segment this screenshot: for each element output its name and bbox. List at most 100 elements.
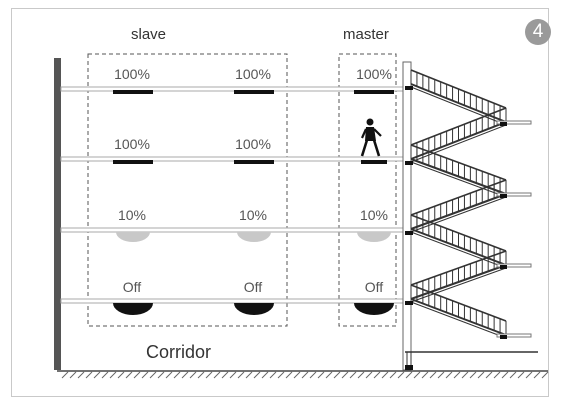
corridor-label: Corridor <box>146 342 212 362</box>
landing-light <box>405 231 413 235</box>
floor-3-master-level: 10% <box>359 207 389 223</box>
ground-hatch <box>517 371 525 379</box>
building-wall <box>54 58 61 370</box>
ground-hatch <box>301 371 309 379</box>
ground-hatch <box>421 371 429 379</box>
landing-light <box>405 161 413 165</box>
ground-hatch <box>533 371 541 379</box>
master-group-label: master <box>343 26 389 43</box>
ground-hatch <box>389 371 397 379</box>
floor-slab <box>60 227 405 233</box>
floor-3-slave-2-level: 10% <box>238 207 268 223</box>
slave-group-label: slave <box>131 26 167 43</box>
ground-hatch <box>509 371 517 379</box>
stair-flight <box>410 107 507 163</box>
ground-hatch <box>397 371 405 379</box>
stair-landing <box>496 333 532 338</box>
ground-hatch <box>293 371 301 379</box>
landing-light <box>500 335 507 339</box>
ground-hatch <box>405 371 413 379</box>
ground-hatch <box>229 371 237 379</box>
ground-hatch <box>157 371 165 379</box>
ground-hatch <box>213 371 221 379</box>
ground-hatch <box>453 371 461 379</box>
ground-floor-railing <box>405 351 538 370</box>
stair-flight <box>410 250 507 303</box>
ceiling-light-dimmed <box>237 232 271 242</box>
stair-flight <box>410 179 507 233</box>
floor-1-slave-1-level: 100% <box>114 66 150 82</box>
ground-hatch <box>349 371 357 379</box>
ground-hatch <box>501 371 509 379</box>
ground-hatch <box>445 371 453 379</box>
ground-hatch <box>85 371 93 379</box>
stair-landing <box>496 120 532 125</box>
ground-hatch <box>77 371 85 379</box>
floor-slab <box>60 298 405 304</box>
ceiling-light-on <box>234 90 274 94</box>
ground-hatch <box>189 371 197 379</box>
floor-1-master-level: 100% <box>356 66 392 82</box>
landing-light <box>500 194 507 198</box>
ground-hatch <box>165 371 173 379</box>
ground-hatch <box>461 371 469 379</box>
ceiling-light-on <box>113 90 153 94</box>
ground-hatch <box>125 371 133 379</box>
floor-2-slave-2-level: 100% <box>235 136 271 152</box>
ceiling-light-on <box>234 160 274 164</box>
ceiling-light-off <box>354 303 394 315</box>
stair-landing <box>496 192 532 197</box>
ground-hatch <box>237 371 245 379</box>
ground-hatch <box>253 371 261 379</box>
ceiling-light-off <box>113 303 153 315</box>
ground-hatch <box>341 371 349 379</box>
ground-hatch <box>277 371 285 379</box>
slave-group-box <box>87 53 288 327</box>
stair-flight <box>410 284 507 339</box>
ground-hatch <box>493 371 501 379</box>
landing-light <box>405 301 413 305</box>
ground-hatch <box>309 371 317 379</box>
floor-slab <box>60 156 405 162</box>
ground-hatch <box>93 371 101 379</box>
ground-hatch <box>173 371 181 379</box>
ground-hatch <box>485 371 493 379</box>
floor-slab <box>60 86 405 92</box>
floor-2-slave-1-level: 100% <box>114 136 150 152</box>
ground-hatch <box>261 371 269 379</box>
ground-hatch <box>141 371 149 379</box>
ground-hatch <box>101 371 109 379</box>
ground-hatch <box>541 371 549 379</box>
ground-hatch <box>381 371 389 379</box>
ground-hatch <box>245 371 253 379</box>
ground-hatch <box>477 371 485 379</box>
ground-hatch <box>69 371 77 379</box>
ground-hatch <box>133 371 141 379</box>
floor-3-slave-1-level: 10% <box>117 207 147 223</box>
stair-core-post <box>402 61 412 371</box>
ground-hatch <box>205 371 213 379</box>
ground-hatch <box>117 371 125 379</box>
ceiling-light-dimmed <box>116 232 150 242</box>
floor-4-slave-1-level: Off <box>122 279 142 295</box>
stair-landing <box>496 263 532 268</box>
landing-light <box>500 265 507 269</box>
ground-hatch <box>269 371 277 379</box>
ground-hatch <box>437 371 445 379</box>
walking-person-icon <box>360 118 382 157</box>
ground-hatch <box>373 371 381 379</box>
ground-hatch <box>413 371 421 379</box>
ground-hatch <box>181 371 189 379</box>
landing-light <box>405 365 413 370</box>
master-group-box <box>338 53 397 327</box>
stair-flight <box>410 69 507 126</box>
floor-4-master-level: Off <box>364 279 384 295</box>
landing-light <box>405 86 413 90</box>
ceiling-light-on <box>361 160 387 164</box>
ground-hatch <box>325 371 333 379</box>
ground-hatch <box>525 371 533 379</box>
ground-hatch <box>333 371 341 379</box>
ground-hatch <box>109 371 117 379</box>
ground-hatch <box>285 371 293 379</box>
